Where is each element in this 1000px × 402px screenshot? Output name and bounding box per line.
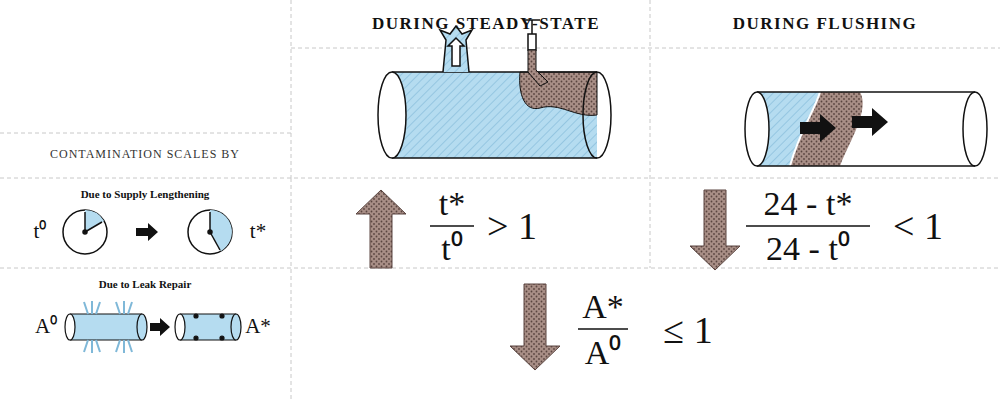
numerator: 24 - t* [764,185,853,222]
steady-pipe [378,20,611,158]
numerator: t* [439,185,465,222]
column-header: DURING FLUSHING [733,15,918,34]
pipe-label: A⁰ [35,315,57,338]
row-header: CONTAMINATION SCALES BY [50,148,240,161]
denominator: t⁰ [441,230,462,267]
scale-arrows [356,190,740,370]
numerator: A* [582,288,624,325]
pipe-label: A* [245,315,271,338]
clock-label: t⁰ [34,220,47,243]
inequality: ≤ 1 [663,310,712,352]
row-title: Due to Supply Lengthening [81,188,210,200]
denominator: A⁰ [585,334,622,371]
clock-icons [63,210,232,254]
inequality: > 1 [487,206,537,248]
leak-pipes [65,301,241,353]
column-header: DURING STEADY-STATE [372,15,600,34]
row-title: Due to Leak Repair [99,278,192,290]
clock-label: t* [250,220,266,243]
denominator: 24 - t⁰ [766,230,850,267]
inequality: < 1 [893,206,943,248]
flushing-pipe [745,92,987,166]
